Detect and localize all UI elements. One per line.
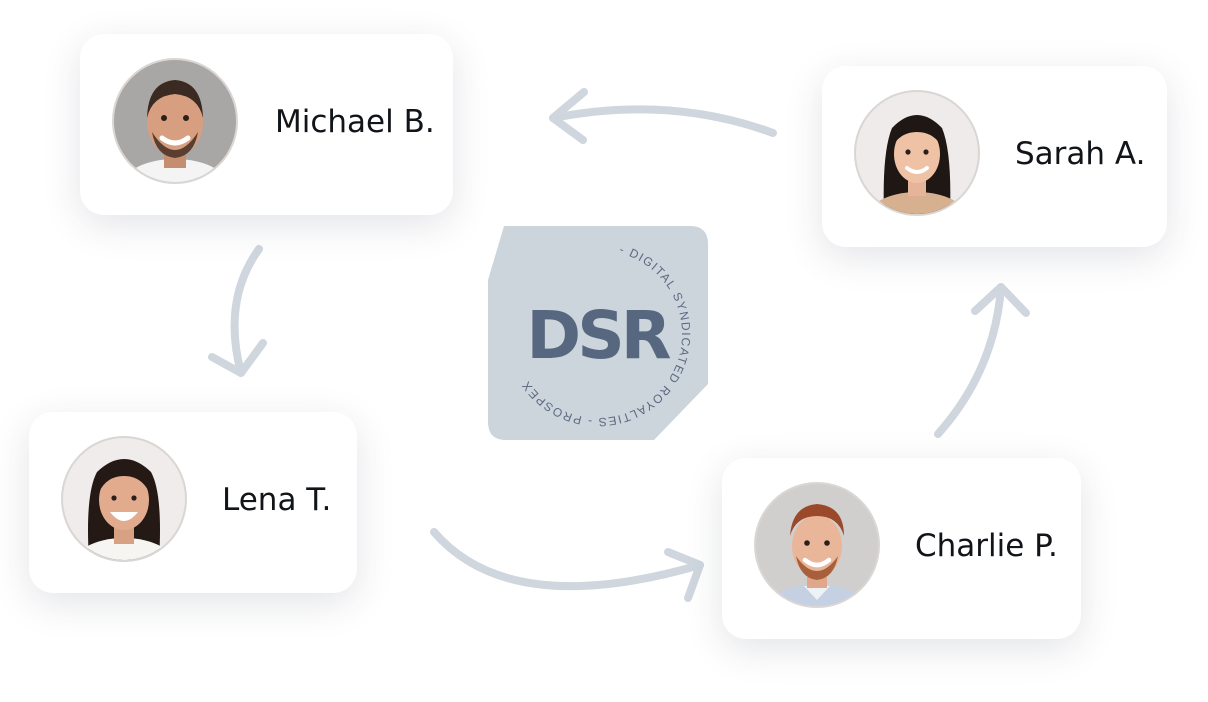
person-name-michael: Michael B. (275, 104, 435, 140)
person-name-lena: Lena T. (222, 482, 332, 518)
arrowhead-michael-to-lena (208, 339, 267, 377)
person-card-lena[interactable]: Lena T. (29, 412, 357, 593)
arrow-charlie-to-sarah (934, 283, 1005, 438)
avatar-michael (112, 58, 238, 184)
arrow-michael-to-lena (230, 245, 263, 377)
person-card-sarah[interactable]: Sarah A. (822, 66, 1167, 247)
avatar-charlie (754, 482, 880, 608)
avatar-sarah (854, 90, 980, 216)
arrow-lena-to-charlie (430, 528, 704, 591)
person-name-charlie: Charlie P. (915, 528, 1058, 564)
person-name-sarah: Sarah A. (1015, 136, 1146, 172)
arrowhead-charlie-to-sarah (971, 283, 1030, 317)
avatar-lena (61, 436, 187, 562)
dsr-logo-badge: - DIGITAL SYNDICATED ROYALTIES - PROSPEX… (488, 226, 708, 440)
person-card-charlie[interactable]: Charlie P. (722, 458, 1081, 639)
arrowhead-sarah-to-michael (549, 88, 588, 144)
dsr-logo-text: DSR (526, 297, 670, 374)
badge-octagon (488, 226, 708, 440)
arrowhead-lena-to-charlie (664, 548, 704, 602)
arrow-sarah-to-michael (549, 105, 777, 137)
person-card-michael[interactable]: Michael B. (80, 34, 453, 215)
